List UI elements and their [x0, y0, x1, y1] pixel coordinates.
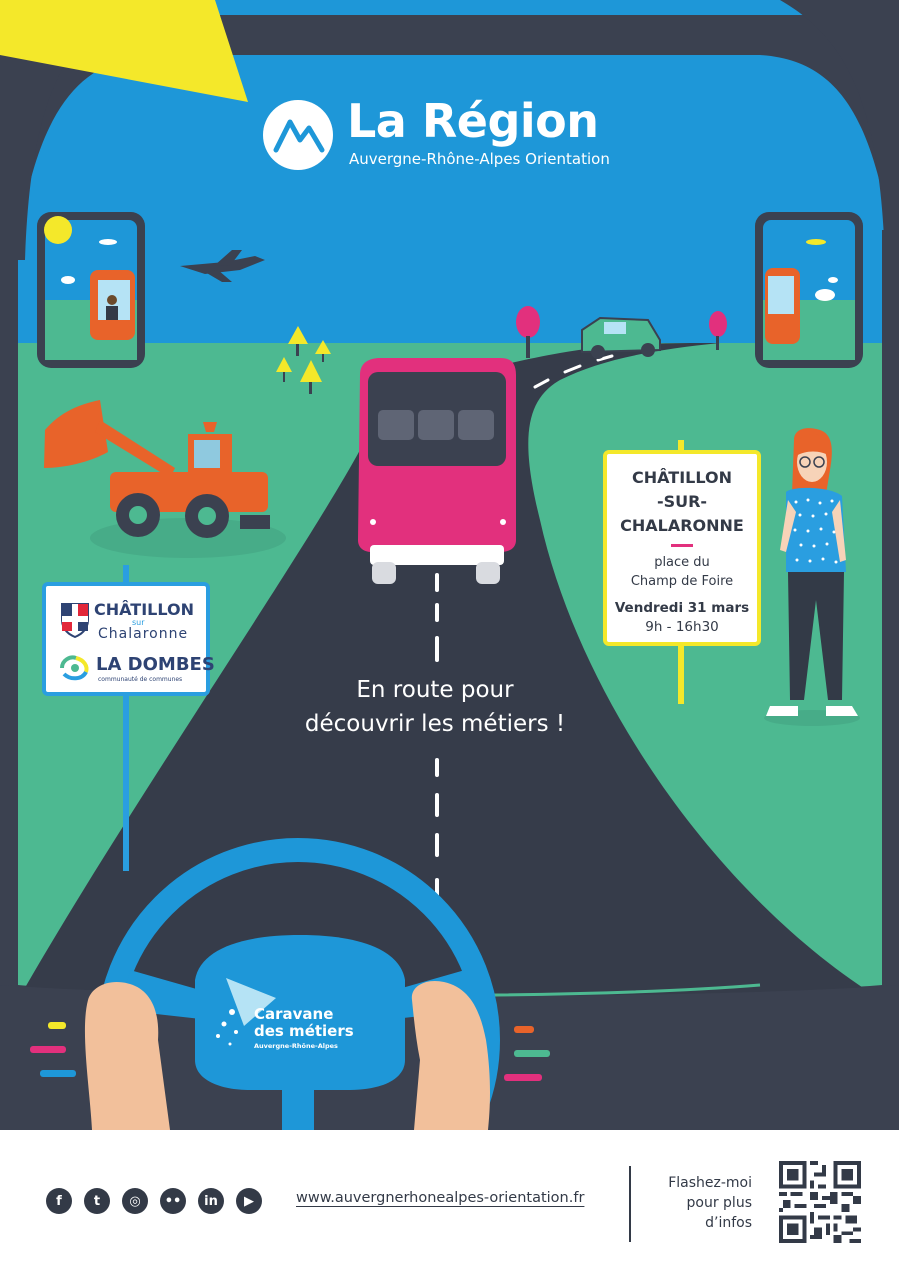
- caravane-logo-icon: [226, 978, 276, 1026]
- event-sign: CHÂTILLON -SUR- CHALARONNE place du Cham…: [603, 450, 761, 646]
- dashboard-lights: [30, 1022, 550, 1081]
- trees: [276, 306, 727, 394]
- event-time: 9h - 16h30: [645, 619, 719, 635]
- tagline-line1: En route pour: [356, 677, 514, 703]
- qr-caption-line2: pour plus: [686, 1195, 752, 1211]
- footer: [0, 1130, 899, 1272]
- flickr-icon[interactable]: ••: [160, 1188, 186, 1214]
- event-divider: [671, 544, 693, 547]
- driver-hands: [84, 980, 490, 1130]
- chatillon-logo-sub: Chalaronne: [98, 626, 189, 642]
- region-subtitle: Auvergne-Rhône-Alpes Orientation: [349, 150, 610, 168]
- chatillon-logo-main: CHÂTILLON: [94, 600, 194, 619]
- event-city: CHÂTILLON -SUR- CHALARONNE: [607, 466, 757, 538]
- facebook-icon[interactable]: f: [46, 1188, 72, 1214]
- pink-bus: [358, 358, 516, 584]
- website-link[interactable]: www.auvergnerhonealpes-orientation.fr: [296, 1190, 585, 1206]
- left-mirror: [37, 212, 145, 368]
- airplane: [180, 250, 265, 282]
- twitter-icon[interactable]: t: [84, 1188, 110, 1214]
- footer-divider: [629, 1166, 631, 1242]
- caravane-line1: Caravane: [254, 1005, 334, 1023]
- event-venue-line1: place du: [654, 555, 710, 570]
- linkedin-icon[interactable]: in: [198, 1188, 224, 1214]
- event-city-line2: -SUR-: [656, 492, 708, 511]
- qr-caption: Flashez-moi pour plus d’infos: [642, 1173, 752, 1233]
- region-title: La Région: [347, 94, 599, 148]
- event-venue-line2: Champ de Foire: [630, 574, 734, 589]
- region-subtitle-strong: Auvergne-Rhône-Alpes: [349, 150, 521, 168]
- dombes-logo-main: LA DOMBES: [96, 654, 215, 675]
- region-subtitle-light: Orientation: [525, 150, 610, 168]
- partner-sign: CHÂTILLON sur Chalaronne LA DOMBES commu…: [42, 582, 215, 696]
- qr-caption-line1: Flashez-moi: [668, 1175, 752, 1191]
- caravane-logo-text: Caravane des métiers: [254, 1006, 354, 1040]
- jeep: [581, 316, 661, 359]
- event-date: Vendredi 31 mars: [614, 600, 750, 616]
- qr-code[interactable]: [779, 1161, 861, 1243]
- chatillon-crest-icon: [61, 603, 89, 638]
- social-links: f t ◎ •• in ▶: [46, 1188, 262, 1214]
- woman-figure: [764, 428, 860, 726]
- dombes-logo-sub: communauté de communes: [98, 676, 183, 683]
- left-sign-post: [123, 565, 129, 871]
- qr-caption-line3: d’infos: [705, 1215, 752, 1231]
- chatillon-logo-sur: sur: [132, 618, 145, 627]
- youtube-icon[interactable]: ▶: [236, 1188, 262, 1214]
- instagram-icon[interactable]: ◎: [122, 1188, 148, 1214]
- tagline-line2: découvrir les métiers !: [304, 711, 566, 737]
- mountain-logo-icon: [263, 100, 333, 170]
- steering-wheel: [96, 838, 500, 1130]
- event-city-line3: CHALARONNE: [620, 516, 744, 535]
- yellow-corner: [0, 0, 248, 102]
- right-mirror: [755, 212, 863, 368]
- dombes-logo-icon: [60, 655, 89, 681]
- loader-tractor: [44, 400, 286, 558]
- tagline: En route pour découvrir les métiers !: [265, 673, 605, 741]
- caravane-sub: Auvergne-Rhône-Alpes: [254, 1042, 338, 1050]
- poster-illustration: [0, 0, 899, 1130]
- road: [18, 343, 882, 1000]
- caravane-line2: des métiers: [254, 1022, 354, 1040]
- event-city-line1: CHÂTILLON: [632, 468, 732, 487]
